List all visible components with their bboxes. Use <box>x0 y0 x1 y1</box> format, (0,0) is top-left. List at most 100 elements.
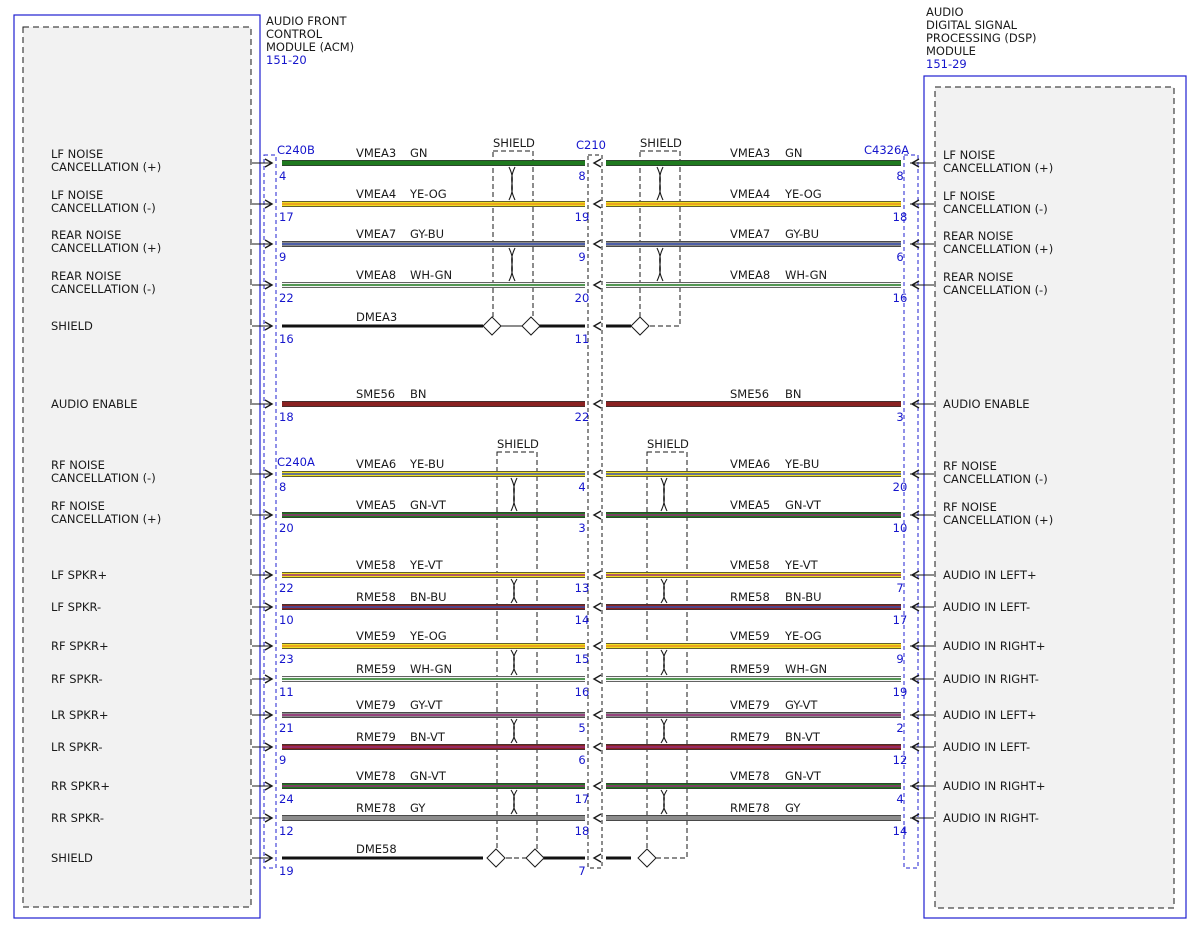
mid-pin-arrow <box>592 710 602 720</box>
dsp-module: AUDIO DIGITAL SIGNAL PROCESSING (DSP) MO… <box>923 5 1187 919</box>
pin-number-right: 9 <box>896 652 903 666</box>
pin-number-right: 2 <box>896 721 903 735</box>
wire-color-code: GN-VT <box>410 769 447 783</box>
circuit-id: VMEA5 <box>730 498 770 512</box>
mid-pin-arrow <box>592 641 602 651</box>
right-signal-label: CANCELLATION (+) <box>943 513 1053 527</box>
circuit-id: VMEA6 <box>730 457 770 471</box>
left-signal-label: LF NOISE <box>51 188 103 202</box>
mid-pin-arrow <box>592 239 602 249</box>
circuit-id: VME78 <box>730 769 770 783</box>
left-pin-arrow <box>264 510 274 520</box>
left-signal-label: RF SPKR+ <box>51 639 109 653</box>
circuit-id: VMEA4 <box>730 187 770 201</box>
right-pin-arrow <box>910 641 920 651</box>
right-pin-arrow <box>910 742 920 752</box>
circuit-id: DMEA3 <box>356 310 397 324</box>
right-signal-label: CANCELLATION (-) <box>943 202 1048 216</box>
mid-pin-arrow <box>592 158 602 168</box>
shield-ground-symbol <box>525 848 545 868</box>
twisted-pair-symbol <box>510 477 518 512</box>
right-pin-arrow <box>910 602 920 612</box>
pin-number-right: 3 <box>896 410 903 424</box>
right-pin-arrow <box>910 510 920 520</box>
pin-number-mid: 11 <box>575 332 590 346</box>
pin-number-mid: 5 <box>578 721 585 735</box>
left-pin-arrow <box>264 602 274 612</box>
mid-pin-arrow <box>592 510 602 520</box>
right-pin-arrow <box>910 158 920 168</box>
right-pin-arrow <box>910 781 920 791</box>
left-signal-label: LF SPKR+ <box>51 568 107 582</box>
circuit-id: RME79 <box>730 730 770 744</box>
pin-number-left: 17 <box>279 210 294 224</box>
left-signal-label: RF SPKR- <box>51 672 103 686</box>
twisted-pair-symbol <box>660 578 668 604</box>
right-pin-arrow <box>910 239 920 249</box>
circuit-id: VMEA4 <box>356 187 396 201</box>
twisted-pair-symbol <box>508 247 516 282</box>
acm-ref: 151-20 <box>266 53 307 67</box>
pin-number-mid: 15 <box>575 652 590 666</box>
pin-number-right: 10 <box>893 521 908 535</box>
left-signal-label: CANCELLATION (+) <box>51 512 161 526</box>
pin-number-right: 6 <box>896 250 903 264</box>
left-pin-arrow <box>264 813 274 823</box>
wire-color-code: BN-BU <box>785 590 822 604</box>
right-pin-arrow <box>910 469 920 479</box>
right-pin-arrow <box>910 399 920 409</box>
twisted-pair-symbol <box>656 166 664 201</box>
mid-pin-arrow <box>592 813 602 823</box>
pin-number-right: 8 <box>896 169 903 183</box>
wire-color-code: BN-VT <box>785 730 821 744</box>
pin-number-left: 19 <box>279 864 294 878</box>
left-signal-label: SHIELD <box>51 851 93 865</box>
twisted-pair-symbol <box>656 247 664 282</box>
right-signal-label: AUDIO ENABLE <box>943 397 1030 411</box>
circuit-id: RME59 <box>356 662 396 676</box>
dsp-module-body <box>934 86 1175 909</box>
circuit-id: DME58 <box>356 842 397 856</box>
wire-color-code: WH-GN <box>785 662 827 676</box>
right-pin-arrow <box>910 710 920 720</box>
left-signal-label: RR SPKR+ <box>51 779 110 793</box>
pin-number-mid: 8 <box>578 169 585 183</box>
circuit-id: VMEA7 <box>356 227 396 241</box>
mid-pin-arrow <box>592 853 602 863</box>
pin-number-mid: 18 <box>575 824 590 838</box>
wire-color-code: WH-GN <box>410 268 452 282</box>
circuit-id: SME56 <box>356 387 395 401</box>
pin-number-right: 17 <box>893 613 908 627</box>
wire-color-code: WH-GN <box>785 268 827 282</box>
wire-color-code: YE-BU <box>409 457 444 471</box>
right-signal-label: AUDIO IN LEFT- <box>943 740 1030 754</box>
right-signal-label: CANCELLATION (+) <box>943 242 1053 256</box>
pin-number-left: 22 <box>279 291 294 305</box>
pin-number-left: 20 <box>279 521 294 535</box>
shield-label-bottom-left: SHIELD <box>497 437 539 451</box>
shield-ground-symbol <box>630 316 650 336</box>
left-signal-label: RR SPKR- <box>51 811 104 825</box>
left-signal-label: CANCELLATION (+) <box>51 241 161 255</box>
connector-c240b-label: C240B <box>277 143 315 157</box>
left-pin-arrow <box>264 399 274 409</box>
wire-color-code: GY <box>410 801 426 815</box>
dsp-title-line-1: AUDIO <box>926 5 964 19</box>
connector-outlines <box>263 154 919 869</box>
shield-groups: SHIELD SHIELD SHIELD SHIELD <box>492 136 689 859</box>
left-pin-arrow <box>264 199 274 209</box>
right-pin-arrow <box>910 813 920 823</box>
connector-c210-label: C210 <box>576 138 606 152</box>
left-signal-label: REAR NOISE <box>51 228 121 242</box>
